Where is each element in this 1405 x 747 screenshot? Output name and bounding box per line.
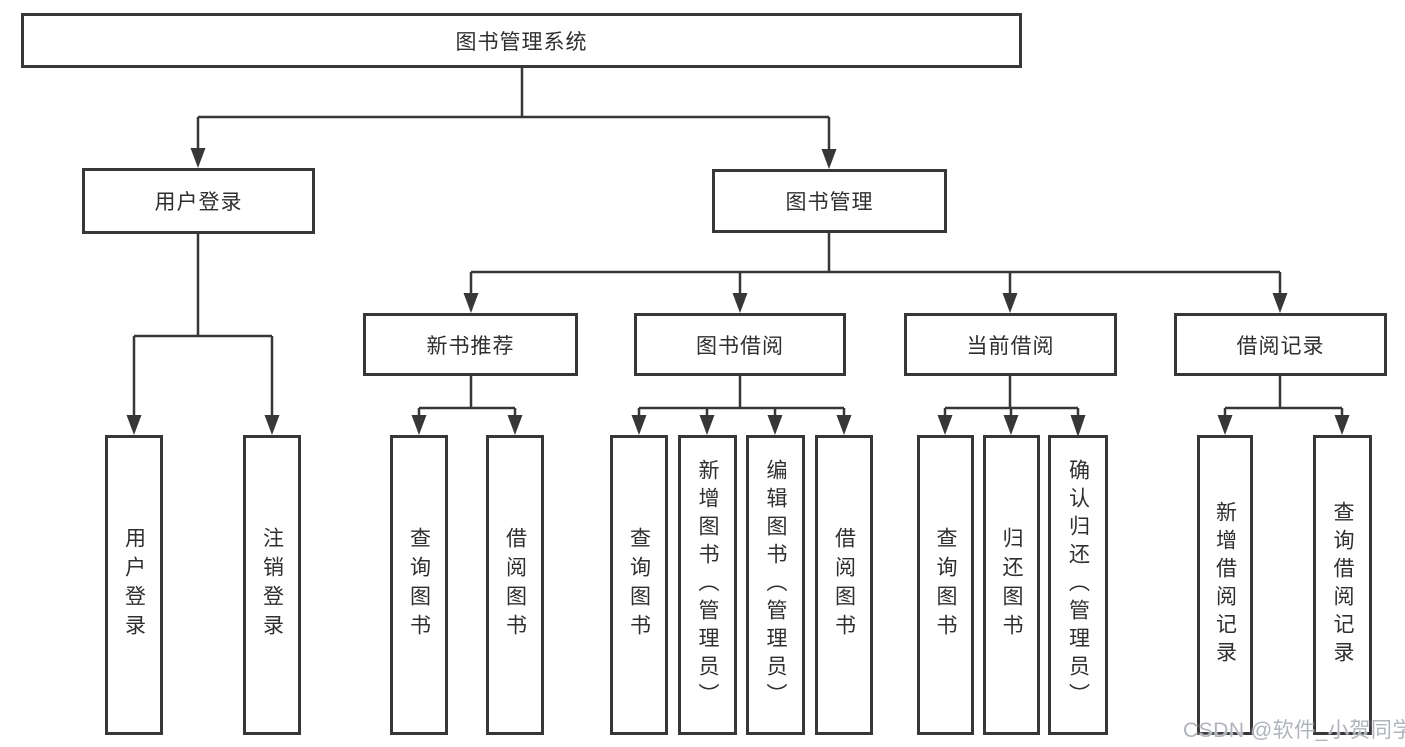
node-label: 借阅记录 — [1236, 334, 1325, 358]
leaf-label: 查询图书 — [407, 527, 431, 643]
leaf-label: 新增借阅记录 — [1213, 501, 1237, 669]
leaf-add-borrow-record: 新增借阅记录 — [1197, 435, 1253, 735]
leaf-label: 确认归还（管理员） — [1066, 459, 1090, 711]
leaf-query-books: 查询图书 — [610, 435, 668, 735]
leaf-query-books: 查询图书 — [917, 435, 974, 735]
leaf-label: 借阅图书 — [503, 527, 527, 643]
leaf-borrow-books: 借阅图书 — [815, 435, 873, 735]
leaf-label: 新增图书（管理员） — [696, 459, 719, 711]
node-current-borrowing: 当前借阅 — [904, 313, 1117, 376]
node-borrowing-records: 借阅记录 — [1174, 313, 1387, 376]
leaf-label: 归还图书 — [1000, 527, 1023, 643]
node-book-management: 图书管理 — [712, 169, 947, 233]
watermark: CSDN @软件_小贺同学 — [1183, 719, 1405, 742]
leaf-label: 编辑图书（管理员） — [764, 459, 787, 711]
node-new-book-recommendation: 新书推荐 — [363, 313, 578, 376]
leaf-confirm-return-admin: 确认归还（管理员） — [1048, 435, 1108, 735]
leaf-user-login: 用户登录 — [105, 435, 163, 735]
node-label: 当前借阅 — [966, 334, 1055, 358]
leaf-label: 注销登录 — [260, 527, 284, 643]
leaf-edit-book-admin: 编辑图书（管理员） — [746, 435, 805, 735]
leaf-query-borrow-record: 查询借阅记录 — [1313, 435, 1372, 735]
leaf-label: 用户登录 — [122, 527, 146, 643]
node-label: 图书管理系统 — [455, 30, 588, 54]
leaf-label: 查询借阅记录 — [1331, 501, 1354, 669]
leaf-logout: 注销登录 — [243, 435, 301, 735]
leaf-label: 借阅图书 — [832, 527, 856, 643]
node-label: 图书管理 — [785, 191, 874, 214]
leaf-label: 查询图书 — [627, 527, 651, 643]
leaf-add-book-admin: 新增图书（管理员） — [678, 435, 737, 735]
node-library-management-system: 图书管理系统 — [21, 13, 1022, 68]
leaf-borrow-books: 借阅图书 — [486, 435, 544, 735]
leaf-label: 查询图书 — [934, 527, 957, 643]
node-user-login: 用户登录 — [82, 168, 315, 234]
node-label: 图书借阅 — [696, 334, 784, 358]
node-book-borrowing: 图书借阅 — [634, 313, 846, 376]
leaf-query-books: 查询图书 — [390, 435, 448, 735]
node-label: 新书推荐 — [426, 334, 515, 358]
leaf-return-books: 归还图书 — [983, 435, 1040, 735]
node-label: 用户登录 — [154, 191, 243, 214]
